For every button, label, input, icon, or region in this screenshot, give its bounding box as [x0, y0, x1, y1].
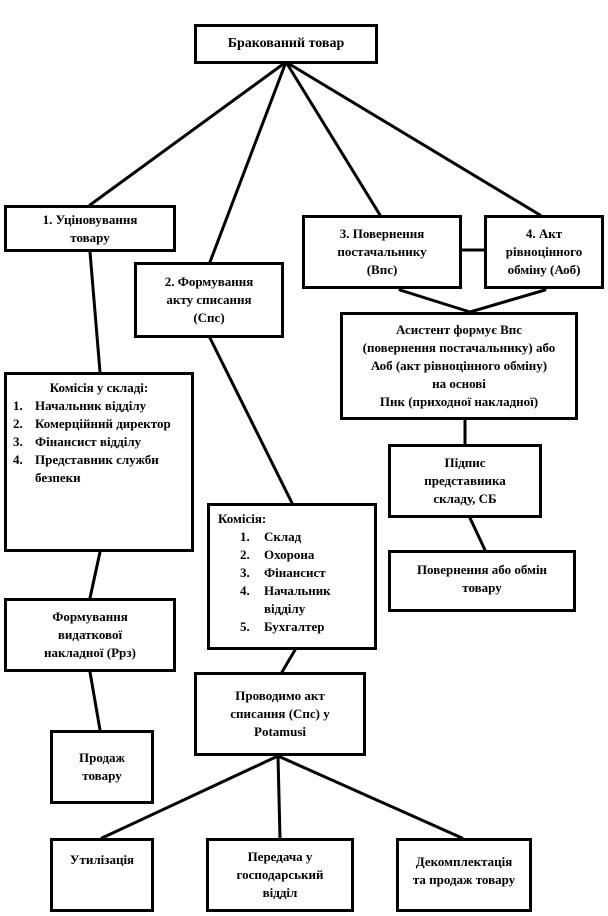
item-number: 2. — [240, 547, 250, 562]
outcome-transfer-line1: Передача у — [247, 849, 313, 864]
assistant-box: Асистент формує Впс (повернення постачал… — [340, 312, 578, 420]
item-text: Фінансист — [264, 565, 326, 580]
return-exchange-box: Повернення або обмін товару — [388, 550, 576, 612]
sale-line1: Продаж — [79, 750, 125, 765]
branch2-label-line2: акту списання — [166, 292, 252, 307]
assistant-line4: на основі — [432, 376, 486, 391]
item-text: Комерційний директор — [35, 416, 171, 431]
branch3-box: 3. Повернення постачальнику (Впс) — [302, 215, 462, 289]
list-item: 5. Бухгалтер — [240, 618, 368, 636]
outcome-utilization-box: Утилізація — [50, 838, 154, 912]
branch1-label-line2: товару — [70, 229, 110, 245]
branch1-sale-box: Продаж товару — [50, 730, 154, 804]
root-label: Бракований товар — [227, 36, 345, 51]
branch3-label-line2: постачальнику — [337, 244, 427, 259]
assistant-line3: Аоб (акт рівноцінного обміну) — [370, 358, 548, 373]
assistant-line2: (повернення постачальнику) або — [362, 340, 556, 355]
outcome-transfer-line3: відділ — [262, 885, 298, 900]
branch2-label-line3: (Спс) — [193, 310, 225, 325]
branch4-label-line3: обміну (Аоб) — [507, 262, 581, 277]
branch1-commission-title: Комісія у складі: — [49, 380, 149, 395]
writeoff-line1: Проводимо акт — [235, 688, 325, 703]
item-number: 4. — [240, 583, 250, 598]
item-text: Склад — [264, 529, 302, 544]
item-number: 1. — [13, 398, 23, 413]
branch2-commission-list: 1. Склад 2. Охорона 3. Фінансист 4. Нача… — [218, 528, 368, 636]
return-exchange-line2: товару — [462, 580, 502, 595]
list-item: 2. Охорона — [240, 546, 368, 564]
assistant-line5: Пнк (приходної накладної) — [379, 394, 539, 409]
invoice-line3: накладної (Ррз) — [44, 645, 136, 660]
branch1-commission-box: Комісія у складі: 1. Начальник відділу 2… — [4, 372, 194, 552]
outcome-utilization-label: Утилізація — [69, 852, 135, 867]
list-item: 1. Начальник відділу — [13, 397, 185, 415]
writeoff-line3: Potamusi — [254, 724, 306, 739]
branch2-label-line1: 2. Формування — [164, 274, 254, 289]
root-box: Бракований товар — [194, 24, 378, 64]
item-text: Фінансист відділу — [35, 434, 142, 449]
branch2-box: 2. Формування акту списання (Спс) — [134, 262, 284, 338]
branch1-box: 1. Уціновування товару — [4, 205, 176, 252]
list-item: 4. Начальник відділу — [240, 582, 368, 618]
branch4-label-line2: рівноцінного — [505, 244, 583, 259]
item-number: 3. — [13, 434, 23, 449]
item-number: 5. — [240, 619, 250, 634]
outcome-disassembly-line1: Декомплектація — [415, 854, 513, 869]
list-item: 2. Комерційний директор — [13, 415, 185, 433]
branch2-commission-title: Комісія: — [218, 511, 267, 526]
outcome-transfer-line2: господарський — [236, 867, 324, 882]
branch1-invoice-box: Формування видаткової накладної (Ррз) — [4, 598, 176, 672]
item-number: 2. — [13, 416, 23, 431]
branch1-commission-list: 1. Начальник відділу 2. Комерційний дире… — [13, 397, 185, 487]
list-item: 4. Представник служби безпеки — [13, 451, 185, 487]
item-text: Охорона — [264, 547, 315, 562]
item-text: Начальник відділу — [35, 398, 147, 413]
writeoff-box: Проводимо акт списання (Спс) у Potamusi — [194, 672, 366, 756]
item-number: 1. — [240, 529, 250, 544]
invoice-line1: Формування — [52, 609, 128, 624]
branch2-commission-box: Комісія: 1. Склад 2. Охорона 3. Фінансис… — [207, 503, 377, 650]
outcome-disassembly-box: Декомплектація та продаж товару — [396, 838, 532, 912]
branch4-box: 4. Акт рівноцінного обміну (Аоб) — [484, 215, 604, 289]
item-number: 3. — [240, 565, 250, 580]
invoice-line2: видаткової — [57, 627, 123, 642]
sale-line2: товару — [82, 768, 122, 783]
branch4-label-line1: 4. Акт — [525, 226, 563, 241]
item-number: 4. — [13, 452, 23, 467]
item-text: Бухгалтер — [264, 619, 325, 634]
outcome-transfer-box: Передача у господарський відділ — [206, 838, 354, 912]
branch1-label-line1: 1. Уціновування — [42, 211, 138, 227]
signature-line3: складу, СБ — [433, 491, 497, 506]
list-item: 3. Фінансист — [240, 564, 368, 582]
signature-line1: Підпис — [444, 455, 486, 470]
writeoff-line2: списання (Спс) у — [230, 706, 330, 721]
item-text: Представник служби безпеки — [35, 452, 159, 485]
signature-box: Підпис представника складу, СБ — [388, 444, 542, 518]
list-item: 3. Фінансист відділу — [13, 433, 185, 451]
item-text: Начальник відділу — [264, 583, 331, 616]
list-item: 1. Склад — [240, 528, 368, 546]
outcome-disassembly-line2: та продаж товару — [412, 872, 516, 887]
assistant-line1: Асистент формує Впс — [395, 322, 523, 337]
branch3-label-line3: (Впс) — [366, 262, 398, 277]
branch3-label-line1: 3. Повернення — [339, 226, 425, 241]
signature-line2: представника — [424, 473, 506, 488]
return-exchange-line1: Повернення або обмін — [416, 562, 548, 577]
